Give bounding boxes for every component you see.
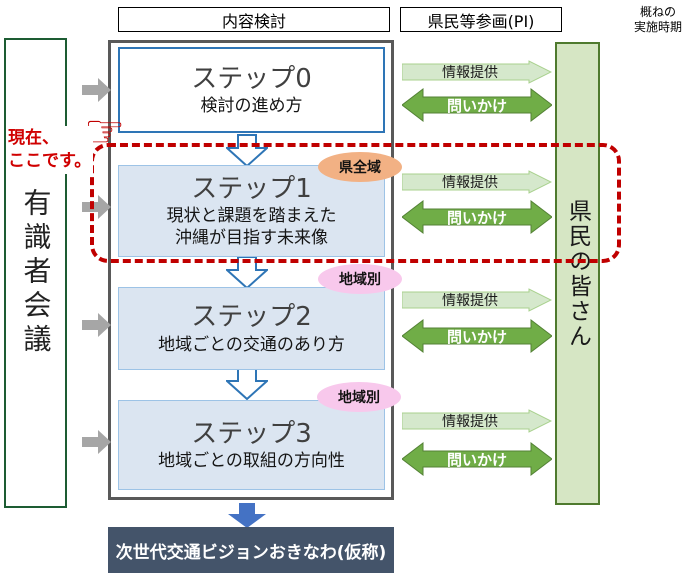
current-position-note-line2: ここです。 <box>8 150 92 171</box>
down-arrow-2-icon <box>224 256 270 290</box>
header-timing-line1: 概ねの <box>639 5 676 19</box>
down-arrow-3-icon <box>224 367 270 401</box>
step2-box: ステップ2 地域ごとの交通のあり方 <box>118 287 385 370</box>
step0-title: ステップ0 <box>191 63 312 94</box>
citizens-panel-label: 県民の皆さん <box>564 198 591 349</box>
info-arrow-step1: 情報提供 <box>402 170 552 194</box>
ask-arrow-step0-label: 問いかけ <box>446 96 507 115</box>
vision-box-label: 次世代交通ビジョンおきなわ(仮称) <box>115 542 387 563</box>
current-position-note-line1: 現在、 <box>8 128 59 148</box>
step3-box: ステップ3 地域ごとの取組の方向性 <box>118 400 385 490</box>
step3-line1: 地域ごとの取組の方向性 <box>158 451 345 472</box>
info-arrow-step0-label: 情報提供 <box>442 65 498 81</box>
step1-title: ステップ1 <box>191 173 312 204</box>
experts-panel-label: 有識者会議 <box>19 188 53 358</box>
info-arrow-step2-label: 情報提供 <box>442 293 498 309</box>
info-arrow-step3: 情報提供 <box>402 409 552 433</box>
badge-prefecture-wide-label: 県全域 <box>339 160 381 176</box>
ask-arrow-step1: 問いかけ <box>402 199 552 235</box>
info-arrow-step0: 情報提供 <box>402 60 552 84</box>
badge-by-region-step2-label: 地域別 <box>339 272 381 288</box>
step2-title: ステップ2 <box>191 302 312 333</box>
badge-by-region-step3: 地域別 <box>317 382 401 412</box>
header-content-review: 内容検討 <box>118 7 390 32</box>
citizens-panel: 県民の皆さん <box>555 42 600 505</box>
ask-arrow-step3-label: 問いかけ <box>446 450 507 469</box>
experts-arrow-step1-icon <box>82 194 112 220</box>
experts-arrow-step2-icon <box>82 312 112 338</box>
experts-arrow-step0-icon <box>82 77 112 103</box>
header-participation-label: 県民等参画(PI) <box>427 11 535 31</box>
info-arrow-step2: 情報提供 <box>402 288 552 312</box>
info-arrow-step3-label: 情報提供 <box>442 414 498 430</box>
bottom-arrow-icon <box>228 503 266 528</box>
step1-box: ステップ1 現状と課題を踏まえた 沖縄が目指す未来像 <box>118 165 385 257</box>
badge-prefecture-wide: 県全域 <box>318 152 402 182</box>
down-arrow-1-icon <box>224 134 270 168</box>
step0-box: ステップ0 検討の進め方 <box>118 47 385 133</box>
experts-arrow-step3-icon <box>82 429 112 455</box>
header-content-review-label: 内容検討 <box>221 11 286 31</box>
vision-box: 次世代交通ビジョンおきなわ(仮称) <box>108 527 394 573</box>
ask-arrow-step2: 問いかけ <box>402 318 552 354</box>
step1-line2: 沖縄が目指す未来像 <box>175 228 328 249</box>
header-participation: 県民等参画(PI) <box>400 7 562 32</box>
info-arrow-step1-label: 情報提供 <box>442 175 498 191</box>
badge-by-region-step3-label: 地域別 <box>338 390 380 406</box>
step0-line1: 検討の進め方 <box>200 96 303 117</box>
header-timing: 概ねの 実施時期 <box>616 2 700 38</box>
ask-arrow-step1-label: 問いかけ <box>446 208 507 227</box>
current-position-note: 現在、 ここです。 <box>6 126 94 174</box>
step3-title: ステップ3 <box>191 418 312 449</box>
ask-arrow-step3: 問いかけ <box>402 441 552 477</box>
step1-line1: 現状と課題を踏まえた <box>166 206 337 227</box>
ask-arrow-step0: 問いかけ <box>402 87 552 123</box>
experts-panel: 有識者会議 <box>4 38 67 508</box>
ask-arrow-step2-label: 問いかけ <box>446 327 507 346</box>
badge-by-region-step2: 地域別 <box>318 264 402 294</box>
header-timing-line2: 実施時期 <box>633 20 682 34</box>
step2-line1: 地域ごとの交通のあり方 <box>158 334 345 355</box>
